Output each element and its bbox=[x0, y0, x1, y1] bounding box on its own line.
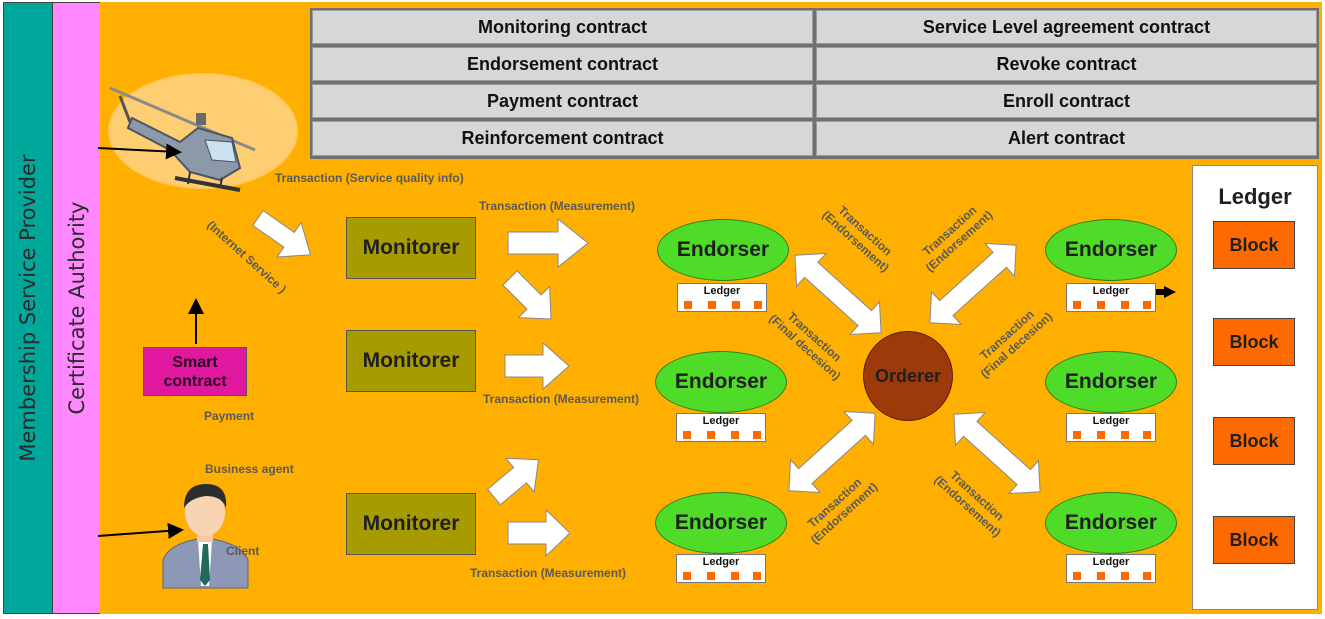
ca-band: Certificate Authority bbox=[52, 2, 101, 614]
endorser-tl: Endorser bbox=[657, 219, 789, 281]
arrow-endorser-orderer-tl bbox=[794, 252, 882, 336]
endorser-mr: Endorser bbox=[1045, 351, 1177, 413]
client-person-icon bbox=[162, 484, 249, 589]
contract-cell: Revoke contract bbox=[816, 47, 1317, 81]
label-measurement-2: Transaction (Measurement) bbox=[483, 392, 640, 406]
white-arrows bbox=[252, 209, 1041, 558]
endorser-br: Endorser bbox=[1045, 492, 1177, 554]
contract-cell: Payment contract bbox=[312, 84, 813, 118]
arrow-monitorer1-down bbox=[502, 270, 552, 320]
ledger-block: Block bbox=[1213, 516, 1295, 564]
monitorer-2: Monitorer bbox=[346, 330, 476, 392]
helicopter-icon bbox=[108, 73, 298, 192]
arrow-measurement-3 bbox=[507, 508, 571, 558]
ledger-block: Block bbox=[1213, 417, 1295, 465]
contract-cell: Reinforcement contract bbox=[312, 121, 813, 156]
ledger-block: Block bbox=[1213, 318, 1295, 366]
arrow-msp-to-helicopter bbox=[97, 143, 182, 160]
contract-cell: Monitoring contract bbox=[312, 10, 813, 44]
contract-cell: Alert contract bbox=[816, 121, 1317, 156]
ledger-small: Ledger bbox=[677, 283, 767, 312]
endorser-tr: Endorser bbox=[1045, 219, 1177, 281]
ledger-small: Ledger bbox=[1066, 283, 1156, 312]
label-service-quality: Transaction (Service quality info) bbox=[275, 171, 464, 185]
ledger-small: Ledger bbox=[1066, 413, 1156, 442]
arrow-measurement-2 bbox=[504, 341, 570, 391]
contract-cell: Service Level agreement contract bbox=[816, 10, 1317, 44]
label-client: Client bbox=[226, 544, 260, 558]
ledger-block: Block bbox=[1213, 221, 1295, 269]
contract-cell: Endorsement contract bbox=[312, 47, 813, 81]
arrow-internet-service bbox=[252, 209, 312, 258]
ledger-small: Ledger bbox=[676, 413, 766, 442]
arrow-endorser-orderer-tr bbox=[929, 242, 1017, 326]
arrow-to-ledger bbox=[1156, 286, 1176, 298]
arrow-msp-to-client bbox=[97, 522, 184, 539]
endorser-bl: Endorser bbox=[655, 492, 787, 554]
arrow-monitorer3-up bbox=[486, 457, 539, 506]
ledger-small: Ledger bbox=[1066, 554, 1156, 583]
ledger-small: Ledger bbox=[676, 554, 766, 583]
smart-contract-box: Smart contract bbox=[143, 347, 247, 396]
ledger-panel-title: Ledger bbox=[1218, 184, 1292, 209]
contract-cell: Enroll contract bbox=[816, 84, 1317, 118]
label-payment: Payment bbox=[204, 409, 255, 423]
monitorer-3: Monitorer bbox=[346, 493, 476, 555]
arrow-measurement-1 bbox=[507, 217, 589, 269]
arrow-endorser-orderer-br bbox=[953, 411, 1041, 495]
label-measurement-1: Transaction (Measurement) bbox=[479, 199, 636, 213]
label-measurement-3: Transaction (Measurement) bbox=[470, 566, 627, 580]
monitorer-1: Monitorer bbox=[346, 217, 476, 279]
arrow-endorser-orderer-bl bbox=[788, 410, 876, 494]
contracts-table: Monitoring contract Service Level agreem… bbox=[310, 8, 1319, 159]
msp-band: Membership Service Provider bbox=[3, 2, 53, 614]
endorser-ml: Endorser bbox=[655, 351, 787, 413]
orderer-node: Orderer bbox=[863, 331, 953, 421]
label-business-agent: Business agent bbox=[205, 462, 294, 476]
